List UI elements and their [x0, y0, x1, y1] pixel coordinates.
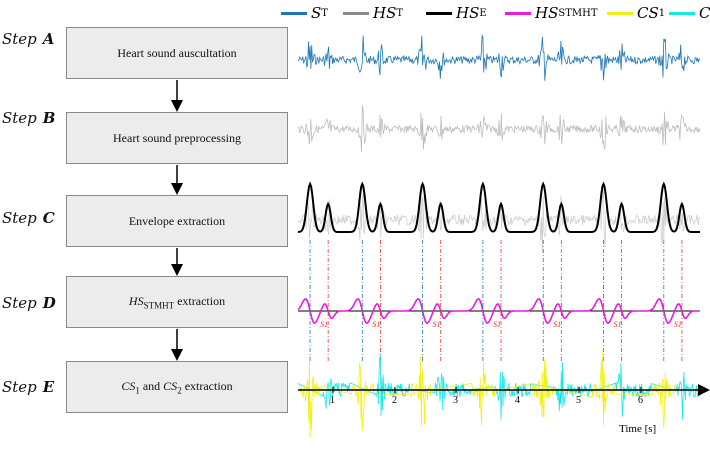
stmht-trace: [297, 298, 700, 324]
segment-label: S1: [674, 320, 682, 329]
legend-swatch: [607, 11, 633, 15]
time-axis-label: Time [s]: [619, 423, 657, 435]
segment-markers: [309, 240, 683, 362]
legend-swatch: [505, 11, 531, 15]
time-tick-label: 4: [515, 395, 520, 406]
segment-labels: S1 S1 S1 S1 S1 S1 S1: [320, 320, 682, 329]
legend-subscript: STMHT: [558, 7, 598, 19]
legend-subscript: 1: [658, 7, 666, 19]
segment-label: S1: [372, 320, 380, 329]
hse-envelope: [297, 181, 701, 254]
segment-label: S1: [433, 320, 441, 329]
st-trace: [297, 34, 701, 81]
legend-item-5: CS2: [669, 4, 710, 22]
legend-label: HS: [456, 4, 480, 22]
legend-label: S: [311, 4, 322, 22]
legend-swatch: [669, 11, 695, 15]
legend-label: CS: [637, 4, 659, 22]
time-tick-label: 3: [453, 395, 458, 406]
legend-swatch: [426, 11, 452, 15]
legend-swatch: [281, 11, 307, 15]
step-e-box: CS1 and CS2 extraction: [66, 361, 288, 413]
legend-subscript: T: [396, 7, 404, 19]
segment-label: S1: [614, 320, 622, 329]
legend-label: HS: [535, 4, 559, 22]
hst-signal: [297, 105, 701, 152]
time-tick-label: 1: [330, 395, 335, 406]
step-d-box: HSSTMHT extraction: [66, 276, 288, 328]
legend-subscript: E: [479, 7, 487, 19]
cs1-trace: [298, 349, 677, 438]
hst-background-trace: [297, 189, 701, 254]
legend-label: HS: [373, 4, 397, 22]
step-b-box: Heart sound preprocessing: [66, 112, 288, 164]
hst-trace: [297, 105, 701, 152]
time-tick-label: 5: [576, 395, 581, 406]
time-tick-label: 6: [638, 395, 643, 406]
legend-label: CS: [699, 4, 710, 22]
cs2-trace: [297, 354, 701, 420]
segment-label: S1: [553, 320, 561, 329]
cs-signals: [297, 349, 710, 438]
segment-label: S1: [320, 320, 328, 329]
step-c-box: Envelope extraction: [66, 195, 288, 247]
st-signal: [297, 34, 701, 81]
legend-swatch: [343, 11, 369, 15]
legend: STHSTHSEHSSTMHTCS1CS2: [0, 4, 710, 30]
hse-envelope-line: [297, 181, 700, 233]
segment-label: S1: [493, 320, 501, 329]
legend-subscript: T: [321, 7, 328, 19]
stmht-signal: [297, 298, 700, 324]
step-a-box: Heart sound auscultation: [66, 27, 288, 79]
time-tick-label: 2: [392, 395, 397, 406]
